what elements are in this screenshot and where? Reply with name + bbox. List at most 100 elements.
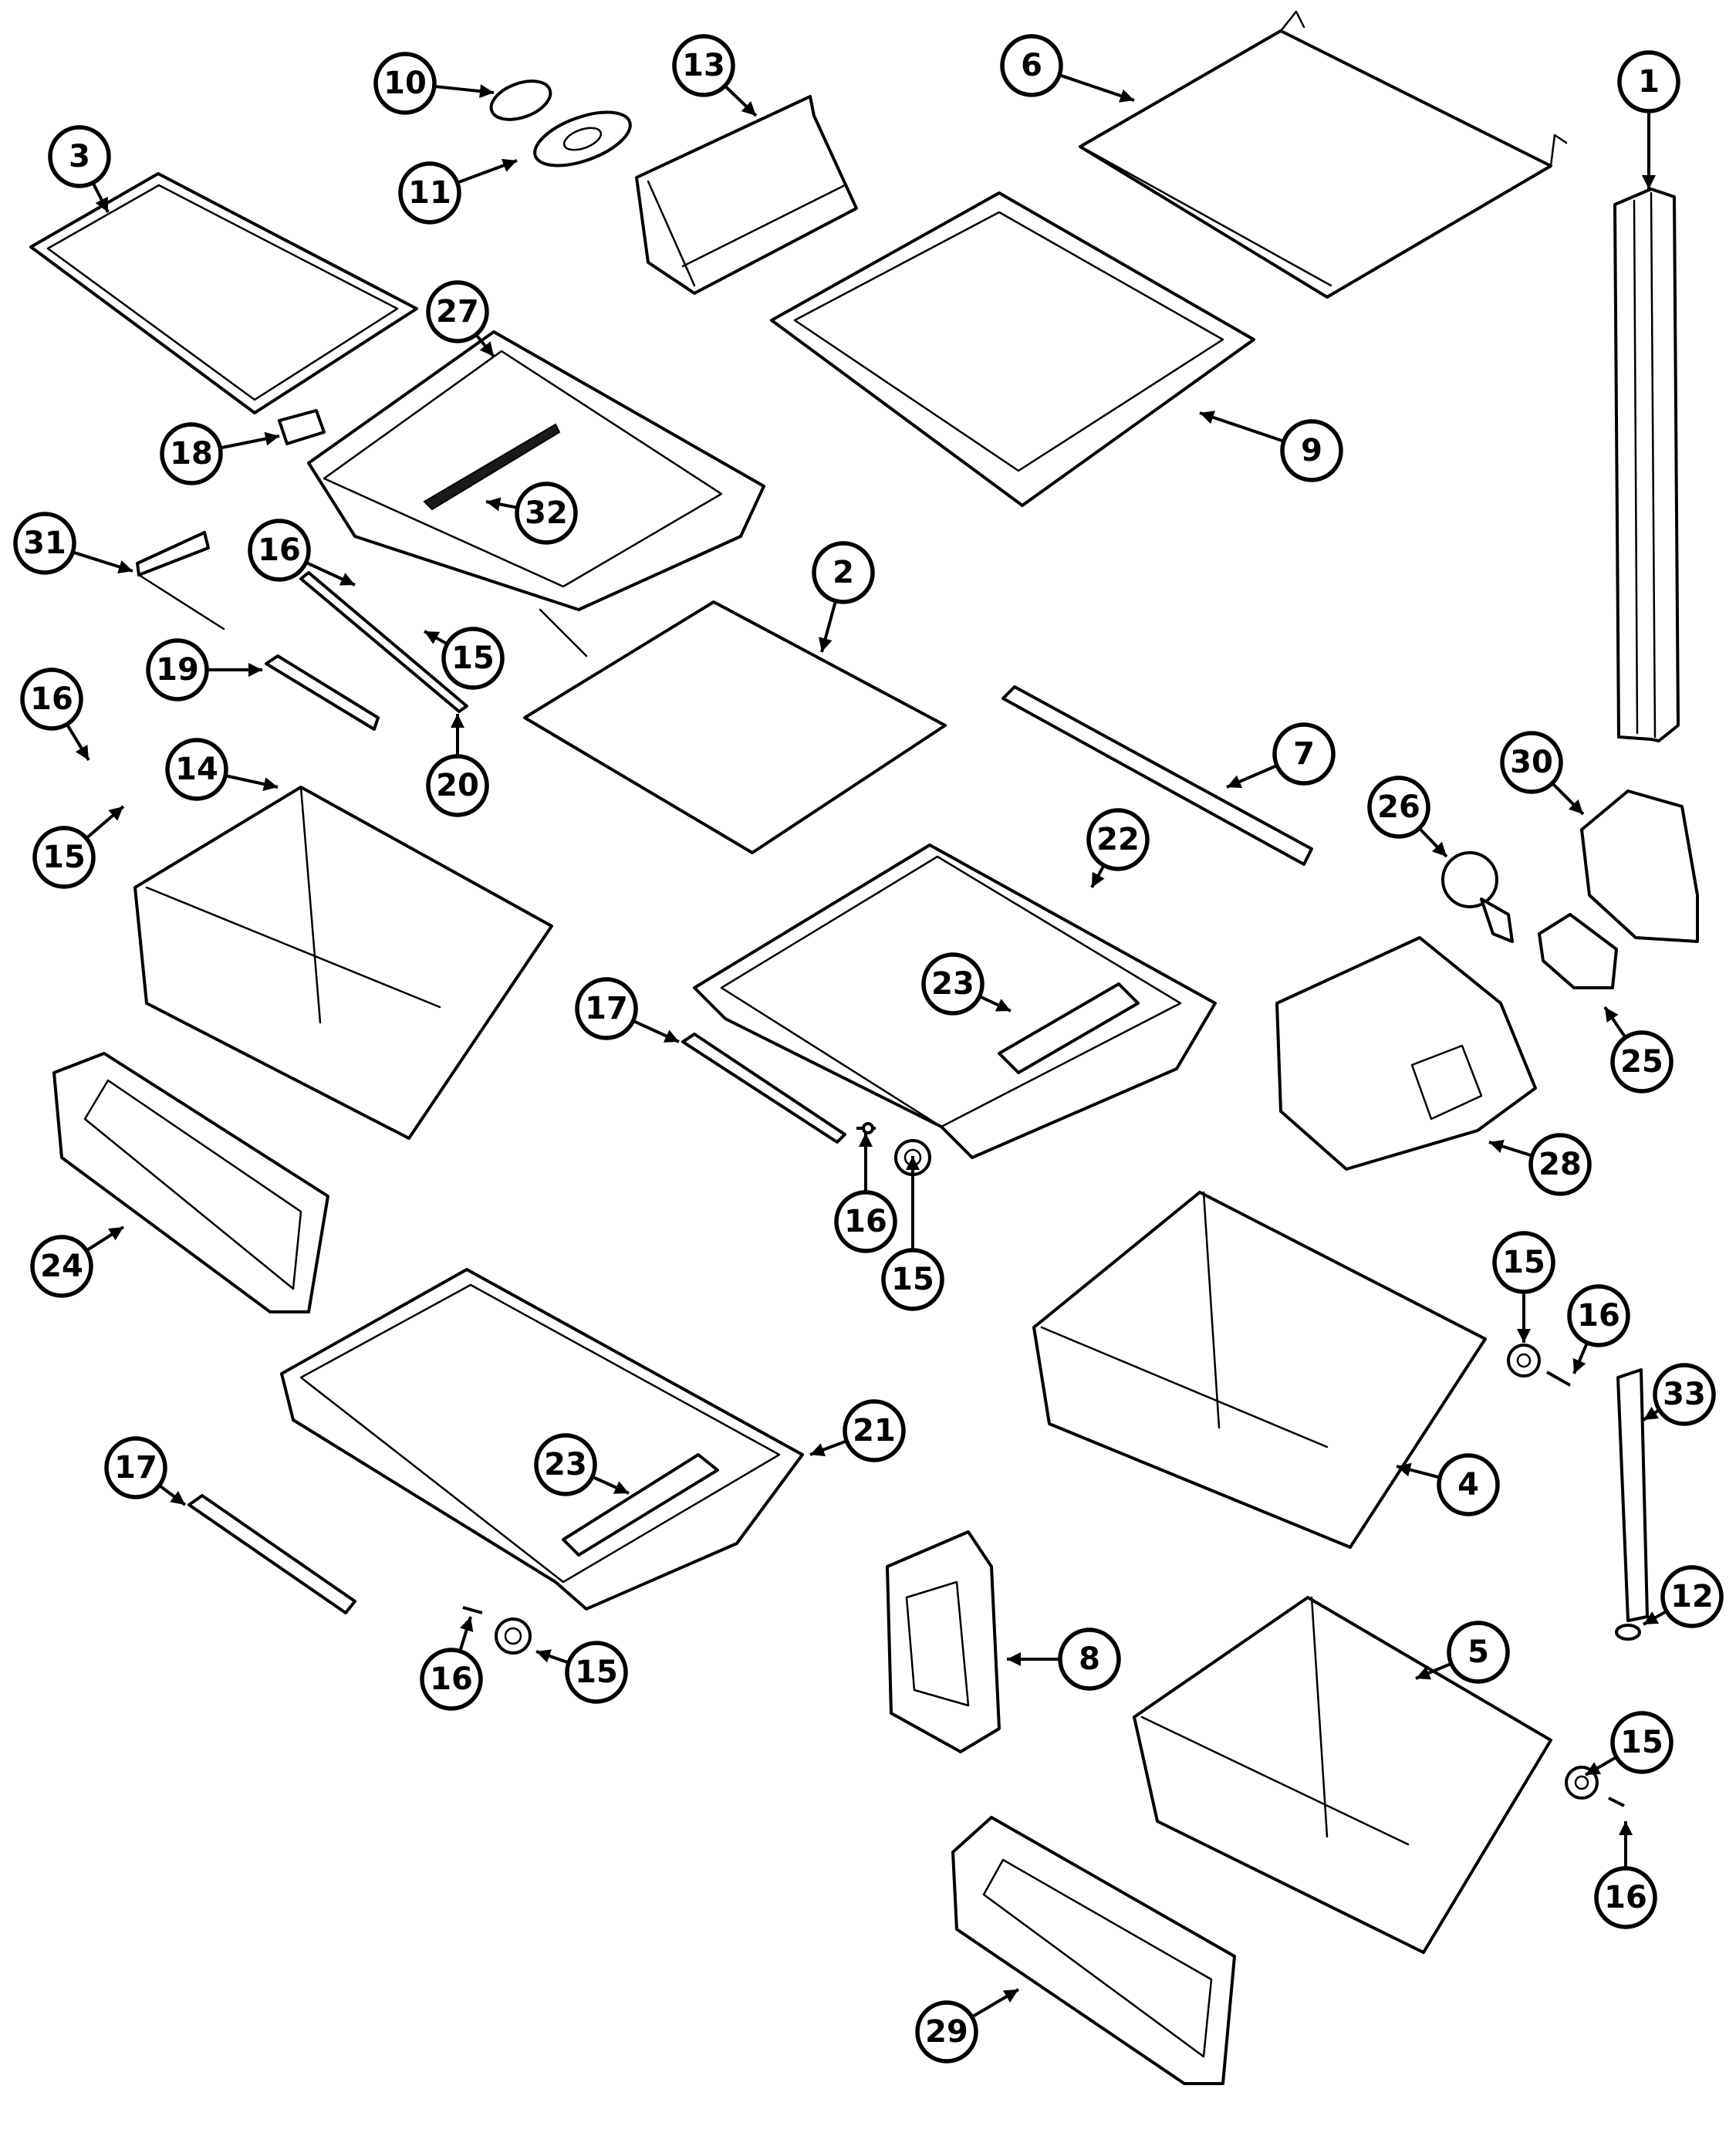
callout-circle	[812, 541, 875, 604]
callout-c17: 17	[575, 977, 680, 1043]
callout-circle	[534, 1433, 597, 1496]
callout-arrowhead	[1643, 1611, 1660, 1624]
callout-c26: 26	[1367, 776, 1448, 858]
callout-circle	[1272, 722, 1336, 786]
callout-number: 33	[1663, 1377, 1706, 1412]
callout-circle	[575, 977, 638, 1040]
part-roller-bar-upper	[998, 982, 1140, 1074]
callout-number: 16	[1604, 1880, 1647, 1915]
callout-c32: 32	[485, 482, 578, 545]
callout-circle	[1447, 1621, 1510, 1684]
callout-circle	[1058, 1628, 1121, 1691]
callout-circle	[1594, 1866, 1657, 1929]
callout-c16: 16	[248, 519, 356, 586]
callout-number: 12	[1670, 1579, 1714, 1614]
callout-number: 17	[114, 1450, 157, 1486]
callout-arrowhead	[859, 1133, 873, 1147]
callout-c12: 12	[1643, 1565, 1724, 1628]
part-drawer-front-left	[52, 1052, 329, 1313]
callout-c24: 24	[30, 1225, 125, 1298]
callout-number: 31	[23, 526, 66, 561]
callout-c16b: 16	[20, 668, 90, 762]
callout-c15d: 15	[1492, 1231, 1555, 1343]
callout-c8: 8	[1007, 1628, 1121, 1691]
callout-circle	[165, 738, 228, 801]
callout-circle	[1086, 808, 1150, 871]
callout-arrowhead	[1586, 1762, 1602, 1775]
callout-c27: 27	[426, 280, 495, 358]
callout-arrowhead	[663, 1029, 679, 1043]
callout-circle	[1617, 50, 1680, 113]
callout-arrowhead	[1517, 1329, 1531, 1343]
callout-number: 15	[1502, 1245, 1545, 1280]
callout-arrowhead	[451, 714, 464, 728]
callout-number: 6	[1021, 48, 1042, 83]
callout-number: 24	[40, 1249, 83, 1284]
callout-c18: 18	[160, 422, 280, 485]
part-knob-covers	[489, 79, 632, 167]
callout-number: 9	[1301, 433, 1322, 468]
part-slide-lower	[187, 1494, 356, 1614]
part-glass-plate	[523, 600, 947, 854]
callout-c15b: 15	[32, 805, 125, 889]
callout-c14: 14	[165, 738, 279, 801]
callout-c19: 19	[146, 638, 262, 701]
callout-arrowhead	[1002, 1989, 1018, 2003]
callout-circle	[373, 52, 437, 115]
callout-number: 13	[682, 48, 725, 83]
parts-artwork	[29, 10, 1699, 2085]
part-crisper-drawer-right-upper	[1032, 1191, 1487, 1549]
part-light-cover	[1580, 789, 1699, 943]
callout-circle	[1528, 1133, 1592, 1196]
callout-c15c: 15	[881, 1156, 944, 1311]
callout-c4: 4	[1396, 1453, 1500, 1516]
callout-circle	[1660, 1565, 1724, 1628]
callout-circle	[1653, 1363, 1716, 1426]
callout-c5: 5	[1415, 1621, 1510, 1684]
part-shelf-frame-upper-left	[29, 172, 418, 414]
part-rail-horizontal	[1001, 685, 1313, 866]
callout-arrowhead	[1643, 1406, 1660, 1420]
part-light-socket	[1538, 913, 1618, 989]
callout-circle	[915, 2000, 978, 2064]
callout-circle	[921, 952, 985, 1016]
callout-circle	[1367, 776, 1430, 839]
callout-number: 16	[430, 1661, 473, 1697]
callout-c20: 20	[426, 714, 489, 817]
callout-number: 2	[833, 555, 854, 590]
callout-circle	[1437, 1453, 1500, 1516]
callout-number: 15	[451, 641, 495, 676]
callout-number: 11	[408, 175, 451, 211]
callout-c17b: 17	[104, 1436, 187, 1506]
part-control-housing	[886, 1530, 1001, 1753]
callout-number: 16	[1577, 1298, 1620, 1334]
callout-number: 14	[175, 752, 218, 787]
part-shelf-framed-right	[770, 191, 1255, 507]
callout-number: 8	[1079, 1641, 1100, 1677]
callout-circle	[1610, 1711, 1674, 1774]
callout-arrowhead	[170, 1491, 185, 1505]
callout-arrowhead	[1642, 175, 1656, 189]
part-housing	[1275, 936, 1537, 1171]
callout-arrowhead	[536, 1649, 552, 1663]
callout-circle	[1280, 419, 1343, 482]
callout-c30: 30	[1500, 731, 1585, 816]
callout-number: 32	[525, 495, 568, 531]
callout-number: 19	[156, 652, 199, 688]
callout-arrowhead	[1432, 841, 1447, 857]
callout-arrowhead	[479, 84, 494, 99]
part-drawer-front-lower	[951, 1816, 1236, 2085]
callout-c2: 2	[812, 541, 875, 653]
callout-number: 18	[170, 436, 213, 472]
callout-arrowhead	[1489, 1139, 1505, 1153]
part-wheel-screw-right	[1507, 1344, 1571, 1387]
callout-number: 5	[1467, 1634, 1489, 1670]
callout-circle	[146, 638, 209, 701]
callout-c29: 29	[915, 1988, 1020, 2064]
callout-circle	[1567, 1284, 1630, 1347]
callout-number: 20	[436, 768, 479, 803]
callout-circle	[881, 1248, 944, 1311]
callout-circle	[834, 1190, 897, 1253]
callout-c23: 23	[921, 952, 1012, 1016]
callout-number: 15	[575, 1655, 618, 1690]
